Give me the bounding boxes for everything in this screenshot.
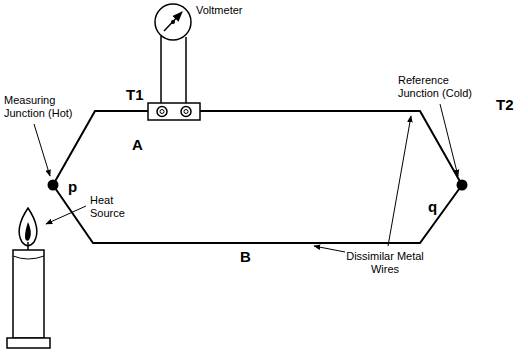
leader-line bbox=[388, 116, 411, 246]
leader-line bbox=[34, 124, 50, 176]
junction-dot bbox=[457, 180, 468, 191]
wire-a bbox=[200, 111, 462, 185]
voltmeter-symbol bbox=[155, 4, 191, 103]
wire-label: A bbox=[132, 136, 150, 153]
junction-letter: p bbox=[68, 178, 80, 195]
callout-label: Dissimilar Metal Wires bbox=[346, 250, 424, 276]
leader-line bbox=[440, 104, 458, 176]
instrument-label: Voltmeter bbox=[196, 4, 266, 17]
leader-line bbox=[314, 246, 345, 252]
wire-label: B bbox=[240, 248, 260, 265]
terminal-block bbox=[148, 103, 200, 120]
junction-dot bbox=[48, 180, 59, 191]
junction-label: Reference Junction (Cold) bbox=[398, 74, 484, 100]
candle bbox=[7, 208, 50, 348]
temperature-label: T2 bbox=[496, 96, 522, 113]
wire-b bbox=[53, 185, 462, 243]
temperature-label: T1 bbox=[126, 86, 150, 103]
leader-line bbox=[46, 206, 86, 224]
source-label: Heat Source bbox=[90, 194, 136, 220]
junction-label: Measuring Junction (Hot) bbox=[4, 94, 86, 120]
junction-letter: q bbox=[428, 198, 440, 215]
